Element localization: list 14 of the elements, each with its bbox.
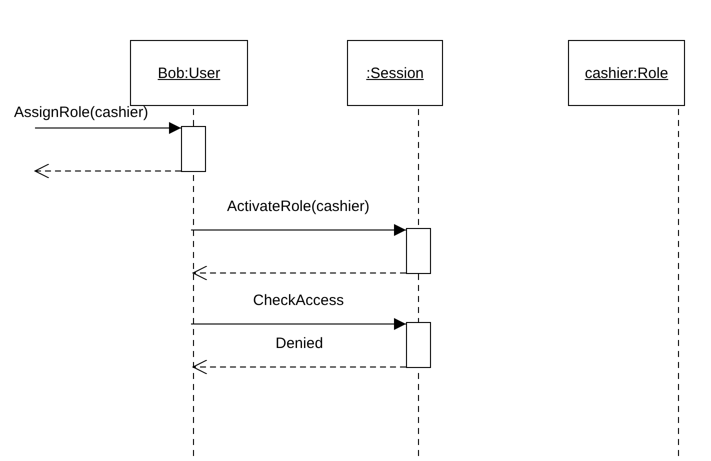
message-label: AssignRole(cashier): [13, 104, 150, 121]
return-arrow: [34, 164, 182, 178]
activation-bar: [181, 126, 206, 172]
activation-bar: [406, 322, 431, 368]
return-arrow: [192, 360, 406, 374]
return-arrow: [192, 266, 406, 280]
object-name: cashier:Role: [584, 64, 668, 82]
message-label: ActivateRole(cashier): [225, 198, 372, 215]
message-arrow: [190, 224, 406, 236]
object-name: Bob:User: [158, 64, 220, 82]
message-arrow: [190, 318, 406, 330]
message-arrow: [34, 122, 182, 134]
object-name: :Session: [366, 64, 424, 82]
activation-bar: [406, 228, 431, 274]
